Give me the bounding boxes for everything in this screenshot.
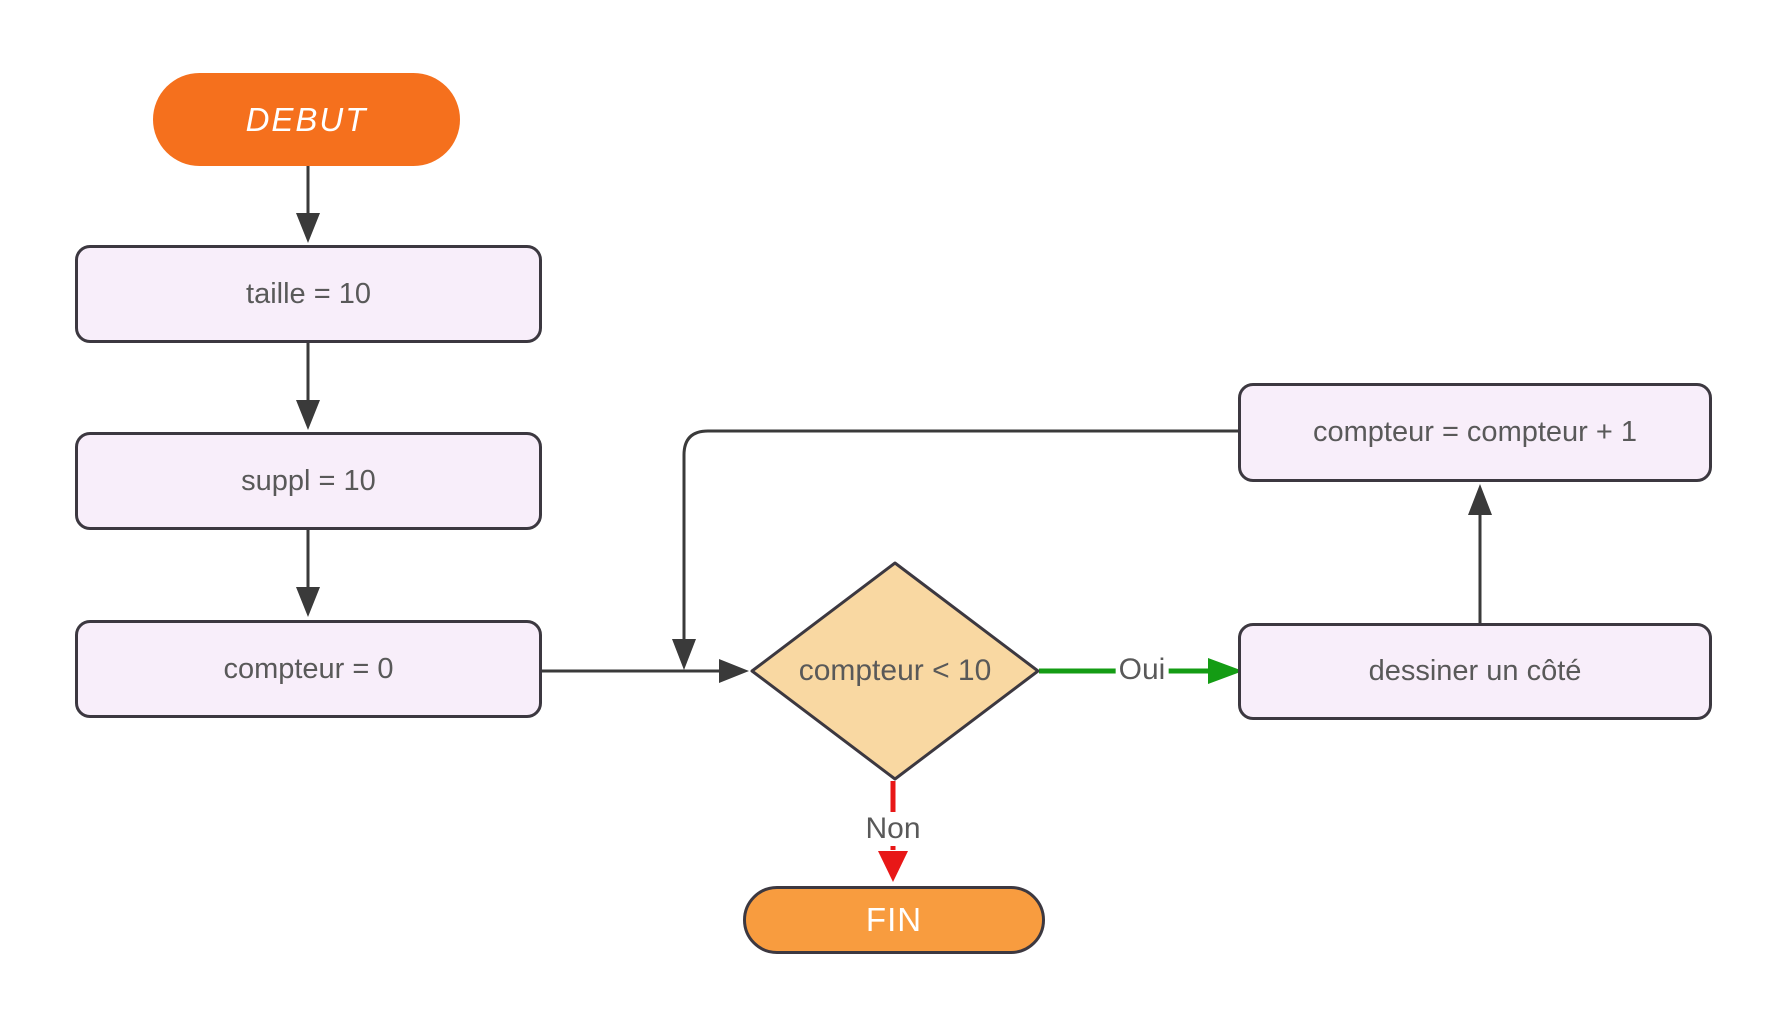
arrowhead-up-icon (1468, 484, 1492, 515)
node-dessiner: dessiner un côté (1238, 623, 1712, 720)
arrowhead-right-green-icon (1208, 658, 1243, 684)
decision-condition-shape (750, 561, 1040, 781)
node-fin: FIN (743, 886, 1045, 954)
edge-label-oui: Oui (1115, 653, 1169, 687)
arrowhead-right-icon (719, 659, 749, 683)
arrowhead-down-red-icon (878, 851, 908, 882)
arrowhead-down-icon (296, 587, 320, 617)
arrowhead-down-icon (672, 639, 696, 670)
edge-label-non: Non (862, 812, 924, 846)
arrowhead-down-icon (296, 400, 320, 430)
node-suppl: suppl = 10 (75, 432, 542, 530)
node-debut: DEBUT (153, 73, 460, 166)
arrowhead-down-icon (296, 213, 320, 243)
node-taille-label: taille = 10 (246, 277, 371, 310)
node-dessiner-label: dessiner un côté (1368, 655, 1582, 687)
edge-increment-loop (682, 429, 1238, 640)
node-compteur: compteur = 0 (75, 620, 542, 718)
node-increment: compteur = compteur + 1 (1238, 383, 1712, 482)
node-compteur-label: compteur = 0 (223, 652, 394, 685)
node-condition-label: compteur < 10 (798, 654, 992, 687)
node-increment-label: compteur = compteur + 1 (1313, 416, 1637, 448)
node-fin-label: FIN (865, 901, 923, 938)
node-debut-label: DEBUT (245, 100, 368, 138)
node-taille: taille = 10 (75, 245, 542, 343)
node-suppl-label: suppl = 10 (241, 464, 376, 497)
